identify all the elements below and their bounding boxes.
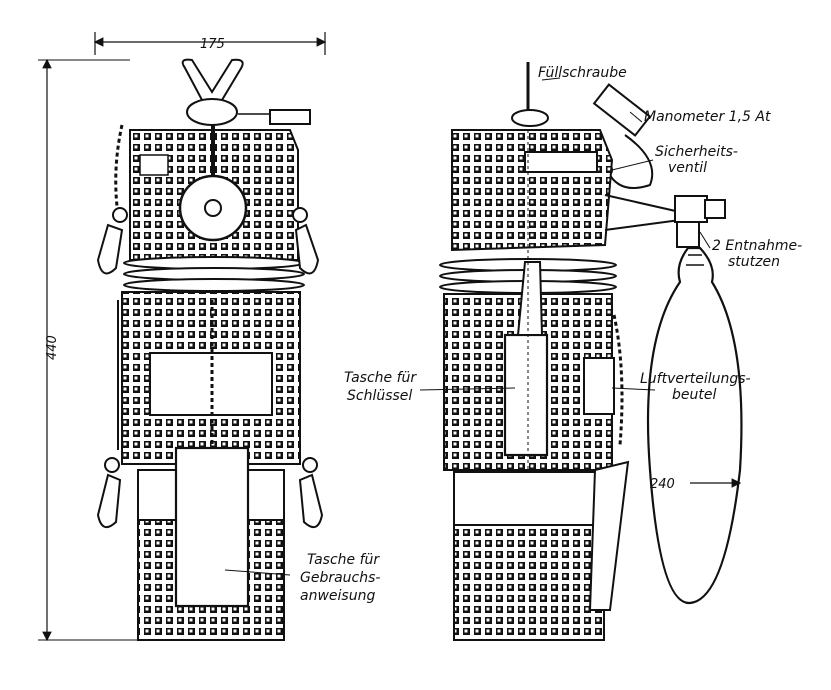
- clip-right-upper: [294, 223, 320, 275]
- label-fuellschraube: Füllschraube: [538, 65, 627, 81]
- label-tasche-schluessel-2: Schlüssel: [347, 388, 412, 404]
- label-sicherheitsventil-1: Sicherheits-: [655, 144, 738, 160]
- left-device: [38, 32, 327, 642]
- wing-nut: [181, 58, 244, 101]
- right-lower-tank: [453, 524, 605, 641]
- label-luftverteilung-2: beutel: [672, 387, 716, 403]
- label-tasche-gebrauch-2: Gebrauchs-: [300, 570, 380, 586]
- right-upper-tank: [451, 129, 614, 252]
- key-pocket: [503, 333, 549, 457]
- cap: [186, 98, 238, 126]
- clip-left-upper: [96, 223, 124, 275]
- label-sicherheitsventil-2: ventil: [668, 160, 707, 176]
- dim-bag: 240: [650, 477, 675, 492]
- clip-right-lower: [298, 473, 324, 529]
- label-entnahme-2: stutzen: [728, 254, 780, 270]
- leader-lines: [419, 111, 711, 391]
- label-tasche-gebrauch-1: Tasche für: [307, 552, 380, 568]
- label-manometer: Manometer 1,5 At: [644, 109, 771, 125]
- right-device: [439, 62, 743, 641]
- label-tasche-gebrauch-3: anweisung: [300, 588, 375, 604]
- dim-height: 440: [45, 335, 60, 360]
- label-tasche-schluessel-1: Tasche für: [344, 370, 417, 386]
- dim-width: 175: [200, 37, 225, 52]
- label-entnahme-1: 2 Entnahme-: [712, 238, 802, 254]
- label-luftverteilung-1: Luftverteilungs-: [640, 371, 751, 387]
- air-distribution-bag: [646, 246, 743, 605]
- instruction-pocket: [174, 446, 250, 608]
- manometer: [592, 83, 652, 137]
- clip-left-lower: [96, 473, 122, 529]
- outlet-nozzle: [676, 221, 700, 248]
- labels: 175 440 240 Füllschraube Manometer 1,5 A…: [45, 37, 802, 604]
